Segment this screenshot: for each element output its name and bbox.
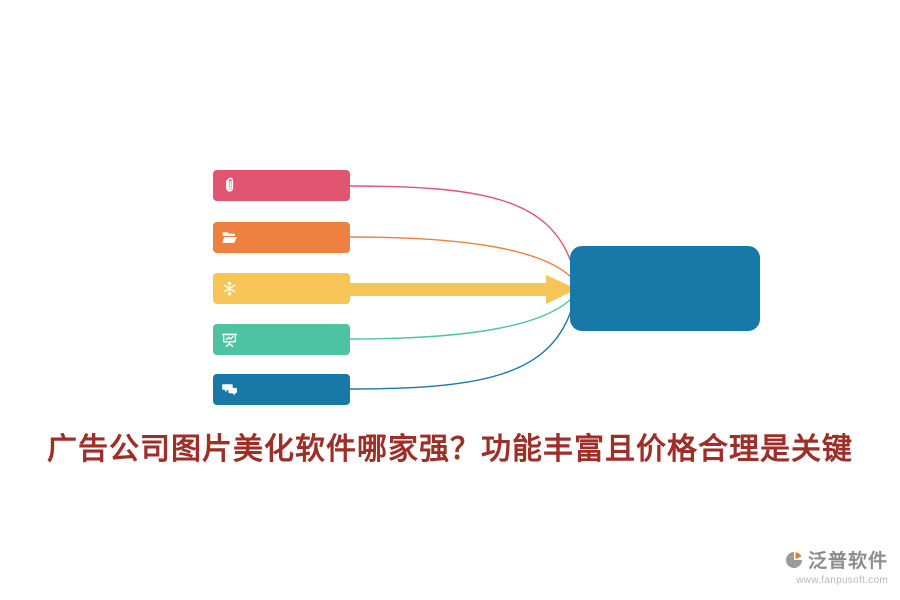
source-bar-snowflake xyxy=(213,273,350,304)
page-title: 广告公司图片美化软件哪家强？功能丰富且价格合理是关键 xyxy=(47,433,853,466)
paperclip-icon xyxy=(221,177,238,194)
brand-name: 泛普软件 xyxy=(807,551,888,572)
open-folder-icon xyxy=(221,229,238,246)
connector-curve-1 xyxy=(349,185,572,263)
source-bar-attachment xyxy=(213,170,350,201)
source-bar-chat xyxy=(213,374,350,405)
target-box xyxy=(570,246,760,331)
brand-website: www.fanpusoft.com xyxy=(796,575,888,586)
presentation-board-icon xyxy=(221,331,238,348)
connector-curve-4 xyxy=(349,298,572,340)
snowflake-icon xyxy=(221,280,238,297)
fanpu-logo-icon xyxy=(784,550,804,570)
chat-bubbles-icon xyxy=(221,381,238,398)
connector-curve-5 xyxy=(349,310,572,390)
source-bar-folder xyxy=(213,222,350,253)
brand-footer: 泛普软件 www.fanpusoft.com xyxy=(784,546,888,586)
arrow-connector xyxy=(348,275,577,304)
connector-curve-2 xyxy=(349,236,572,278)
source-bar-presentation xyxy=(213,324,350,355)
